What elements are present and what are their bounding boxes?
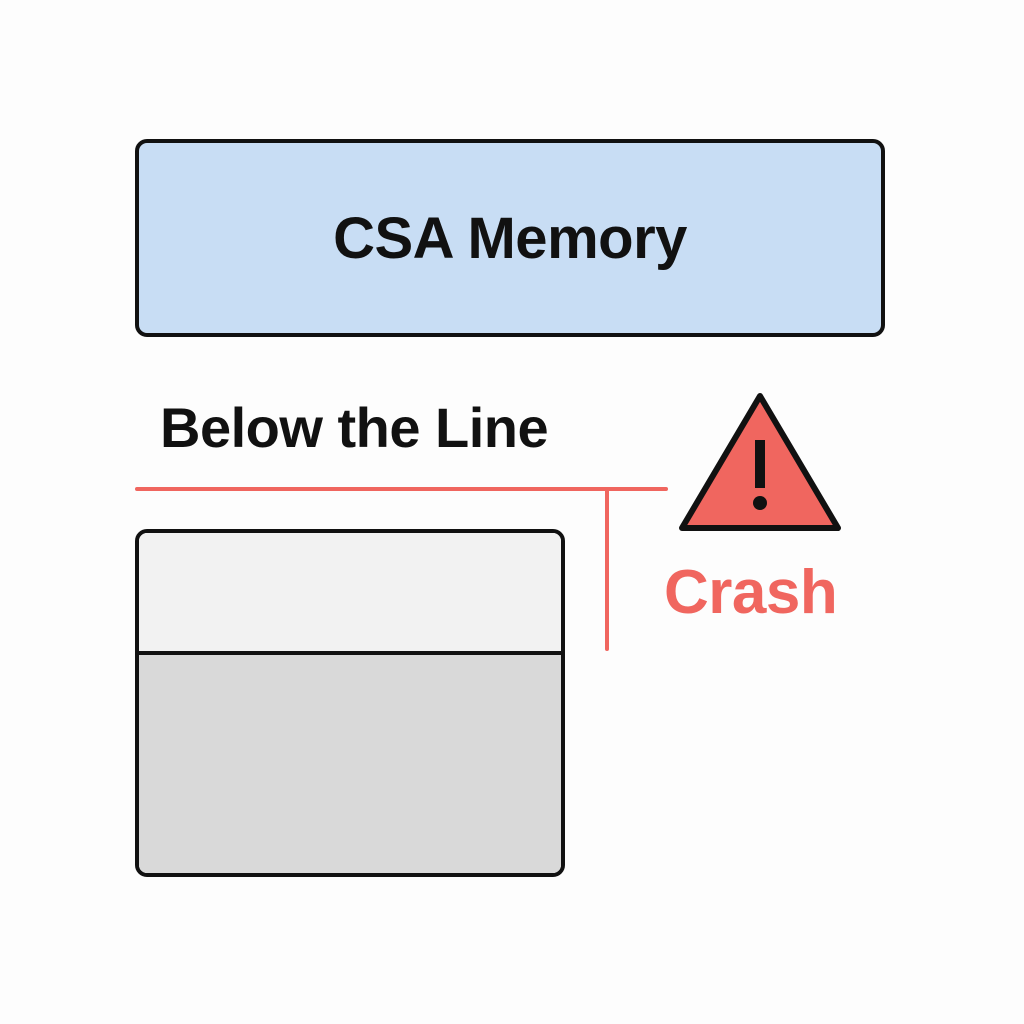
memory-upper-segment xyxy=(139,533,561,655)
warning-triangle-icon xyxy=(679,393,841,531)
the-line-vertical-drop xyxy=(605,489,609,651)
csa-memory-label: CSA Memory xyxy=(333,205,687,271)
below-the-line-label: Below the Line xyxy=(160,396,549,459)
memory-lower-segment xyxy=(139,655,561,873)
csa-memory-box: CSA Memory xyxy=(135,139,885,337)
the-line-horizontal xyxy=(135,487,668,491)
crash-label: Crash xyxy=(664,558,838,627)
memory-block xyxy=(135,529,565,877)
